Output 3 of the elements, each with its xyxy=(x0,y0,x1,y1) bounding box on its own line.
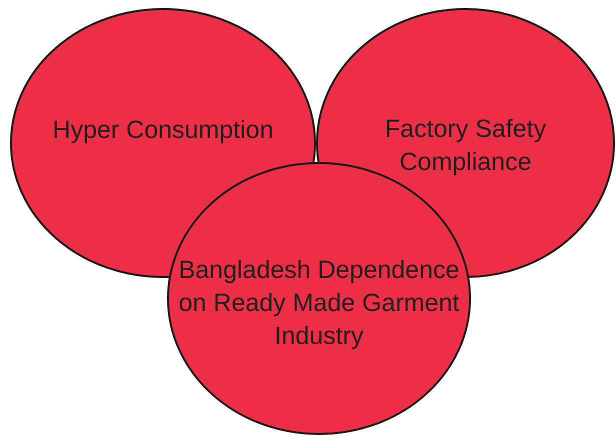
circle-label: Factory Safety Compliance xyxy=(384,114,548,178)
circle-label: Hyper Consumption xyxy=(52,114,274,146)
circle-label: Bangladesh Dependence on Ready Made Garment Industry xyxy=(178,255,460,352)
